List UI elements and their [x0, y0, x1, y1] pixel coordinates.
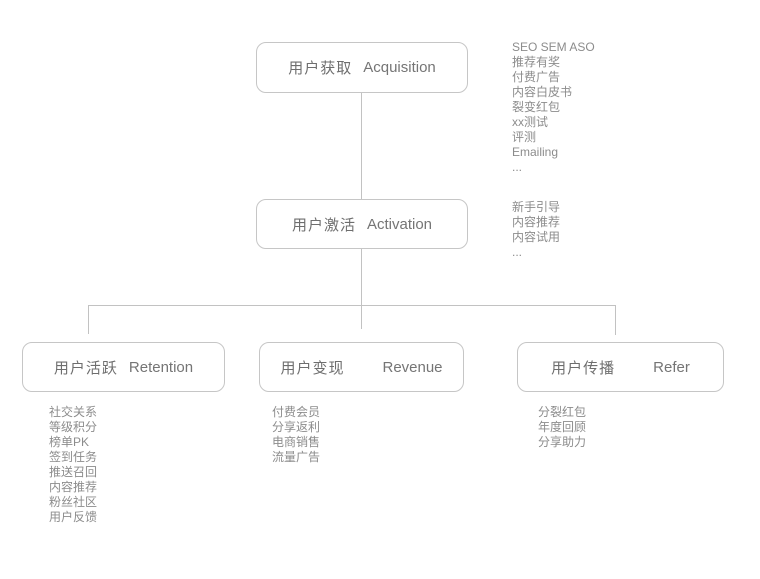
node-retention-label-en: Retention	[128, 358, 194, 376]
connector-activation-stem	[361, 249, 362, 329]
connector-drop-refer	[615, 305, 616, 335]
node-refer-label-en: Refer	[653, 358, 690, 376]
note-item: 等级积分	[49, 420, 98, 434]
node-retention-label-zh: 用户活跃	[53, 359, 118, 377]
node-acquisition: 用户获取 Acquisition	[256, 42, 468, 93]
node-revenue-label-zh: 用户变现	[280, 359, 345, 377]
note-item: 粉丝社区	[49, 495, 98, 509]
note-item: 内容白皮书	[512, 85, 573, 99]
note-item: 内容试用	[512, 230, 561, 244]
note-item: 社交关系	[49, 405, 98, 419]
note-item: 内容推荐	[49, 480, 98, 494]
note-item: 推送召回	[49, 465, 98, 479]
node-activation-label-en: Activation	[366, 215, 433, 233]
node-activation-label-zh: 用户激活	[291, 216, 356, 234]
node-refer: 用户传播 Refer	[517, 342, 724, 392]
connector-branch-bar	[88, 305, 616, 306]
node-revenue-label-en: Revenue	[382, 358, 443, 376]
note-item: xx测试	[512, 115, 549, 129]
note-item: ...	[512, 160, 523, 174]
node-retention: 用户活跃 Retention	[22, 342, 225, 392]
notes-activation: 新手引导内容推荐内容试用...	[512, 200, 560, 260]
node-activation: 用户激活 Activation	[256, 199, 468, 249]
note-item: 用户反馈	[49, 510, 98, 524]
note-item: 推荐有奖	[512, 55, 561, 69]
note-item: 年度回顾	[538, 420, 587, 434]
note-item: 评测	[512, 130, 537, 144]
node-refer-label-zh: 用户传播	[551, 359, 616, 377]
note-item: 内容推荐	[512, 215, 561, 229]
note-item: 榜单PK	[49, 435, 90, 449]
connector-drop-retention	[88, 305, 89, 334]
note-item: 签到任务	[49, 450, 98, 464]
note-item: 流量广告	[272, 450, 321, 464]
note-item: SEO SEM ASO	[512, 40, 595, 54]
note-item: 新手引导	[512, 200, 561, 214]
node-revenue: 用户变现 Revenue	[259, 342, 464, 392]
note-item: 分享返利	[272, 420, 321, 434]
note-item: 付费会员	[272, 405, 321, 419]
note-item: ...	[512, 245, 523, 259]
note-item: 分享助力	[538, 435, 587, 449]
note-item: 付费广告	[512, 70, 561, 84]
notes-refer: 分裂红包年度回顾分享助力	[538, 405, 586, 450]
note-item: 分裂红包	[538, 405, 587, 419]
connector-acquisition-to-activation	[361, 93, 362, 199]
note-item: Emailing	[512, 145, 559, 159]
notes-revenue: 付费会员分享返利电商销售流量广告	[272, 405, 320, 465]
node-acquisition-label-zh: 用户获取	[288, 60, 353, 77]
note-item: 电商销售	[272, 435, 321, 449]
node-acquisition-label-en: Acquisition	[363, 59, 436, 76]
note-item: 裂变红包	[512, 100, 561, 114]
